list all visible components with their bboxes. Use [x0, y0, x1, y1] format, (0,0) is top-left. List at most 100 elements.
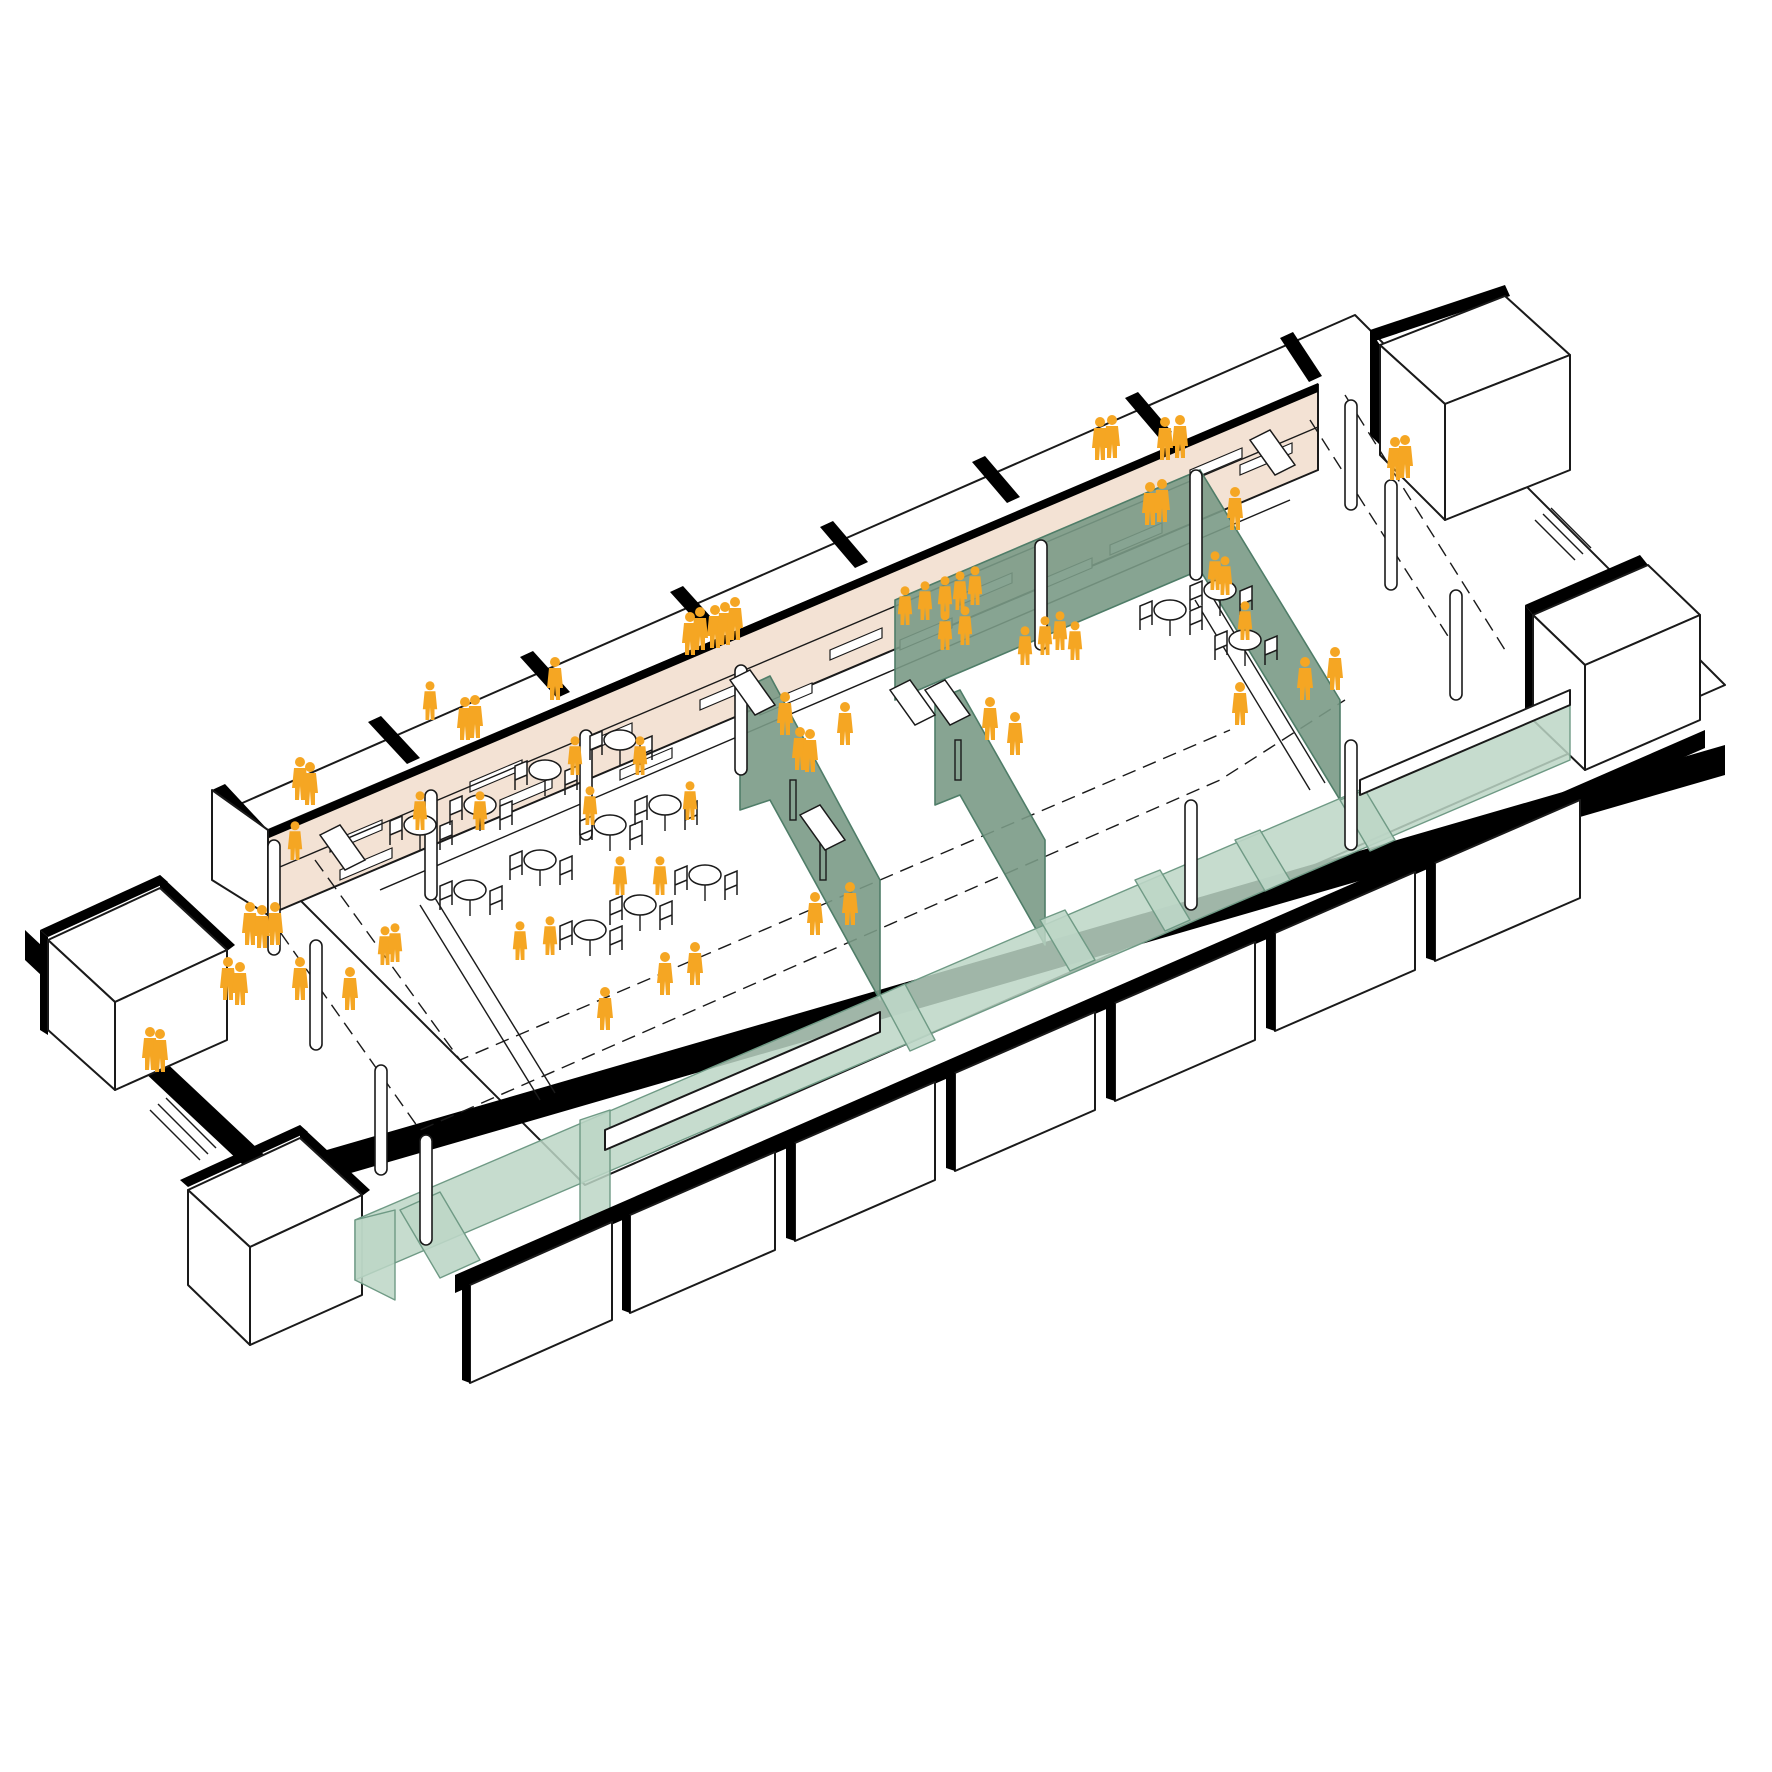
person-silhouette-icon [982, 697, 998, 740]
person-silhouette-icon [1172, 415, 1188, 458]
round-table-icon [648, 794, 682, 831]
person-silhouette-icon [652, 856, 668, 895]
person-silhouette-icon [612, 856, 628, 895]
chair-icon [609, 894, 623, 925]
chair-icon [1214, 629, 1228, 660]
chair-icon [634, 794, 648, 825]
chair-icon [629, 819, 643, 850]
person-silhouette-icon [467, 695, 483, 738]
person-silhouette-icon [632, 736, 648, 775]
person-silhouette-icon [254, 905, 270, 948]
person-silhouette-icon [952, 571, 968, 610]
person-silhouette-icon [1297, 657, 1313, 700]
chair-icon [1264, 634, 1278, 665]
person-silhouette-icon [567, 736, 583, 775]
person-silhouette-icon [897, 586, 913, 625]
person-silhouette-icon [837, 702, 853, 745]
person-silhouette-icon [802, 729, 818, 772]
person-silhouette-icon [387, 923, 403, 962]
person-silhouette-icon [842, 882, 858, 925]
chair-icon [514, 759, 528, 790]
chair-icon [674, 864, 688, 895]
person-silhouette-icon [1154, 479, 1170, 522]
person-silhouette-icon [152, 1029, 168, 1072]
round-table-icon [1153, 599, 1187, 636]
round-table-icon [593, 814, 627, 851]
person-silhouette-icon [777, 692, 793, 735]
person-silhouette-icon [682, 612, 698, 655]
chair-icon [609, 924, 623, 955]
chair-icon [724, 869, 738, 900]
sofa-module-icon [728, 669, 777, 716]
round-table-icon [1228, 629, 1262, 666]
person-silhouette-icon [512, 921, 528, 960]
chair-icon [509, 849, 523, 880]
person-silhouette-icon [582, 786, 598, 825]
person-silhouette-icon [232, 962, 248, 1005]
person-silhouette-icon [1227, 487, 1243, 530]
chair-icon [439, 819, 453, 850]
person-silhouette-icon [1017, 626, 1033, 665]
person-silhouette-icon [937, 576, 953, 615]
front-glass-corridor [354, 689, 1571, 1301]
person-silhouette-icon [412, 791, 428, 830]
person-silhouette-icon [682, 781, 698, 820]
person-silhouette-icon [1232, 682, 1248, 725]
person-silhouette-icon [727, 597, 743, 640]
chair-icon [659, 899, 673, 930]
chair-icon [499, 799, 513, 830]
person-silhouette-icon [687, 942, 703, 985]
chair-icon [439, 879, 453, 910]
person-silhouette-icon [1067, 621, 1083, 660]
person-silhouette-icon [1217, 556, 1233, 595]
chair-icon [559, 854, 573, 885]
person-silhouette-icon [1237, 601, 1253, 640]
person-silhouette-icon [342, 967, 358, 1010]
person-silhouette-icon [1327, 647, 1343, 690]
person-silhouette-icon [547, 657, 563, 700]
chair-icon [489, 884, 503, 915]
sofa-module-icon [318, 824, 367, 871]
person-silhouette-icon [807, 892, 823, 935]
person-silhouette-icon [1007, 712, 1023, 755]
person-silhouette-icon [422, 681, 438, 720]
round-table-icon [573, 919, 607, 956]
people [142, 415, 1413, 1072]
person-silhouette-icon [542, 916, 558, 955]
person-silhouette-icon [1092, 417, 1108, 460]
person-silhouette-icon [1104, 415, 1120, 458]
person-silhouette-icon [287, 821, 303, 860]
chair-icon [1189, 604, 1203, 635]
chair-icon [589, 729, 603, 760]
chair-icon [389, 814, 403, 845]
round-table-icon [453, 879, 487, 916]
front-storefronts [455, 730, 1705, 1384]
person-silhouette-icon [1052, 611, 1068, 650]
chair-icon [1239, 584, 1253, 615]
person-silhouette-icon [597, 987, 613, 1030]
person-silhouette-icon [220, 957, 236, 1000]
person-silhouette-icon [292, 957, 308, 1000]
chair-icon [1139, 599, 1153, 630]
person-silhouette-icon [967, 566, 983, 605]
person-silhouette-icon [267, 902, 283, 945]
sofa-module-icon [798, 804, 847, 851]
round-table-icon [528, 759, 562, 796]
chair-icon [559, 919, 573, 950]
person-silhouette-icon [242, 902, 258, 945]
person-silhouette-icon [1142, 482, 1158, 525]
person-silhouette-icon [657, 952, 673, 995]
round-table-icon [523, 849, 557, 886]
person-silhouette-icon [917, 581, 933, 620]
chair-icon [449, 794, 463, 825]
person-silhouette-icon [1157, 417, 1173, 460]
person-silhouette-icon [472, 791, 488, 830]
person-silhouette-icon [1397, 435, 1413, 478]
person-silhouette-icon [937, 611, 953, 650]
chair-icon [1189, 579, 1203, 610]
person-silhouette-icon [957, 606, 973, 645]
sofa-module-icon [1248, 429, 1297, 476]
person-silhouette-icon [1037, 616, 1053, 655]
round-table-icon [623, 894, 657, 931]
